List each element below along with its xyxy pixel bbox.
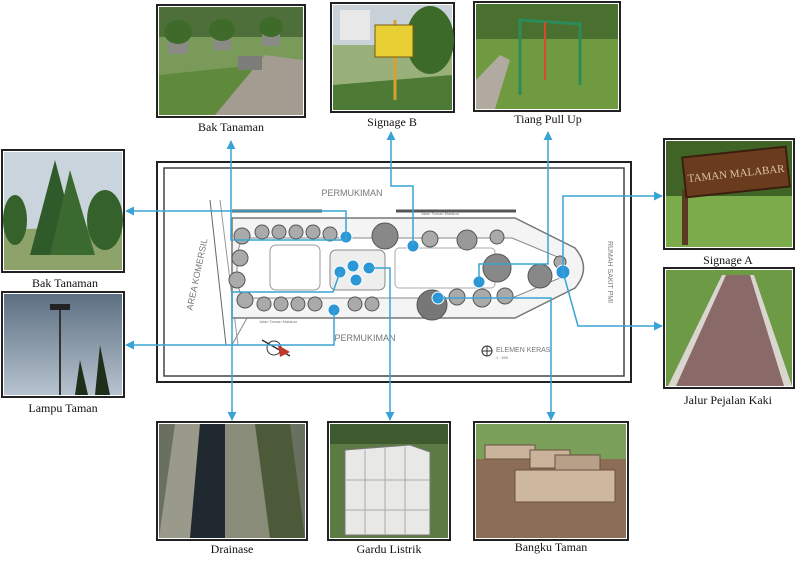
marker-center-1 (346, 259, 360, 273)
label-signage-b: Signage B (367, 115, 417, 129)
photo-bangku-taman (473, 421, 629, 541)
label-bak-tanaman-top: Bak Tanaman (198, 120, 264, 134)
photo-drainase (156, 421, 308, 541)
photo-bak-tanaman-top (156, 4, 306, 118)
label-lampu-taman: Lampu Taman (28, 401, 97, 415)
label-drainase: Drainase (211, 542, 254, 556)
photo-jalur-pejalan-kaki (663, 267, 795, 389)
label-tiang-pull-up: Tiang Pull Up (514, 112, 582, 126)
marker-center-4 (349, 273, 363, 287)
legend: ELEMEN KERAS 1 : 500 (481, 345, 551, 360)
label-jalur-pejalan-kaki: Jalur Pejalan Kaki (684, 393, 773, 407)
label-signage-a: Signage A (703, 253, 753, 267)
photo-bak-tanaman-left (1, 149, 125, 273)
map-road-bottom: Jalan Taman Malabar (259, 319, 298, 324)
map-label-right: RUMAH SAKIT PMI (606, 241, 613, 303)
label-bangku-taman: Bangku Taman (515, 540, 588, 554)
label-bak-tanaman-left: Bak Tanaman (32, 276, 98, 290)
legend-scale: 1 : 500 (496, 355, 509, 360)
site-map: PERMUKIMAN PERMUKIMAN AREA KOMERSIL RUMA… (156, 161, 632, 383)
legend-title: ELEMEN KERAS (496, 347, 551, 354)
map-label-top: PERMUKIMAN (321, 188, 382, 198)
photo-lampu-taman (1, 291, 125, 398)
photo-tiang-pull-up (473, 1, 621, 112)
connector-lines (125, 131, 663, 421)
photo-signage-b (330, 2, 455, 113)
map-label-bottom: PERMUKIMAN (334, 333, 395, 343)
map-road-top: Jalan Taman Malabar (421, 211, 460, 216)
label-gardu-listrik: Gardu Listrik (357, 542, 422, 556)
photo-signage-a: TAMAN MALABAR (663, 138, 795, 250)
photo-gardu-listrik (327, 421, 451, 541)
compass-icon (261, 339, 291, 357)
